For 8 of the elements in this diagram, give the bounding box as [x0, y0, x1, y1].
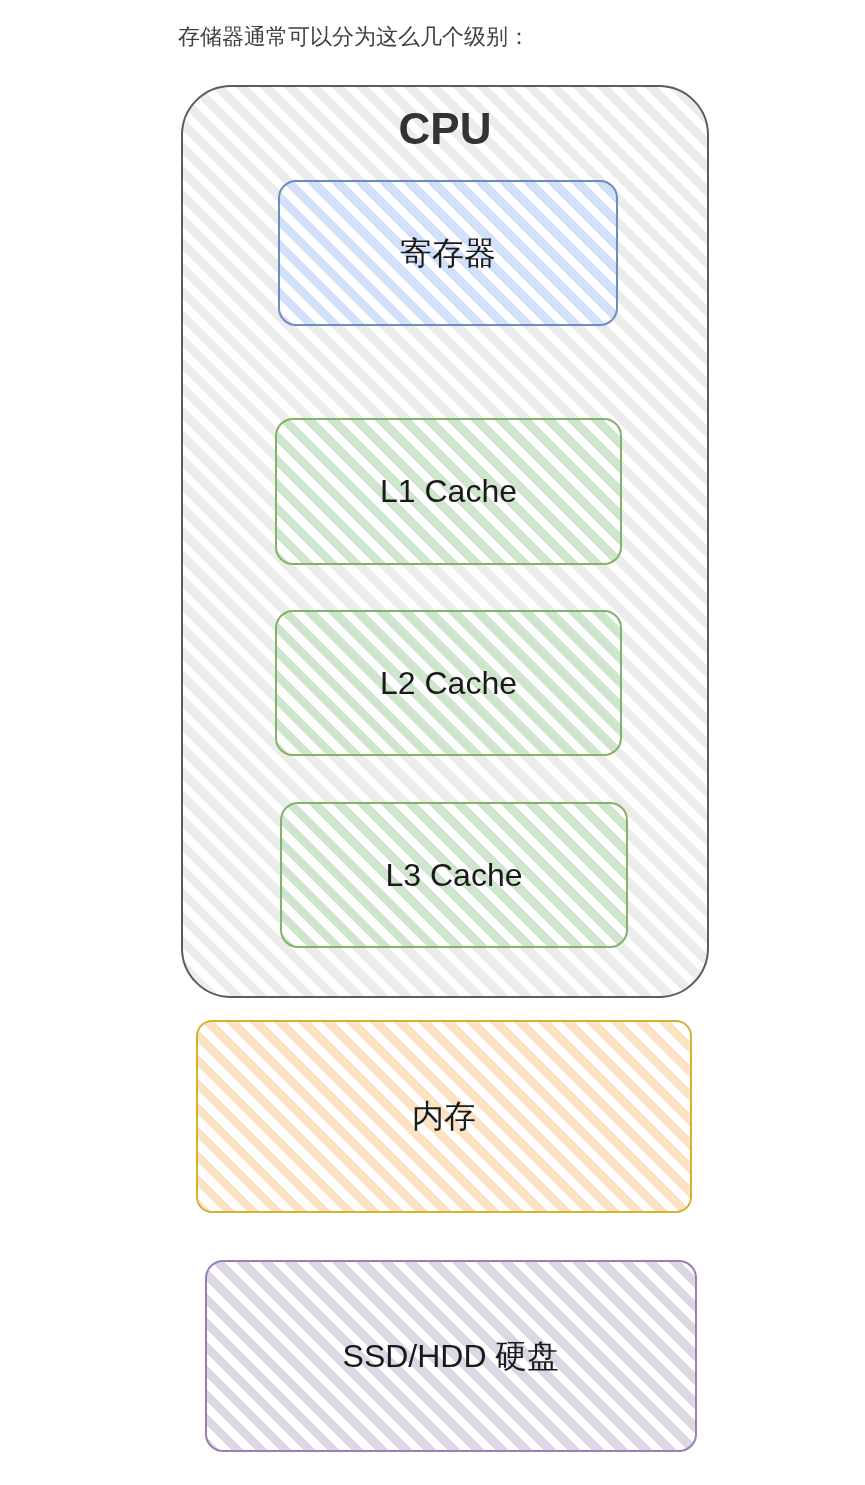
- memory-box: 内存: [196, 1020, 692, 1213]
- intro-sentence: 存储器通常可以分为这么几个级别：: [178, 23, 530, 51]
- cache-box: L3 Cache: [280, 802, 628, 948]
- cpu-container: [181, 85, 709, 998]
- cache-box: L2 Cache: [275, 610, 622, 756]
- register-box: 寄存器: [278, 180, 618, 326]
- cpu-label: CPU: [397, 103, 493, 155]
- cache-box: L1 Cache: [275, 418, 622, 565]
